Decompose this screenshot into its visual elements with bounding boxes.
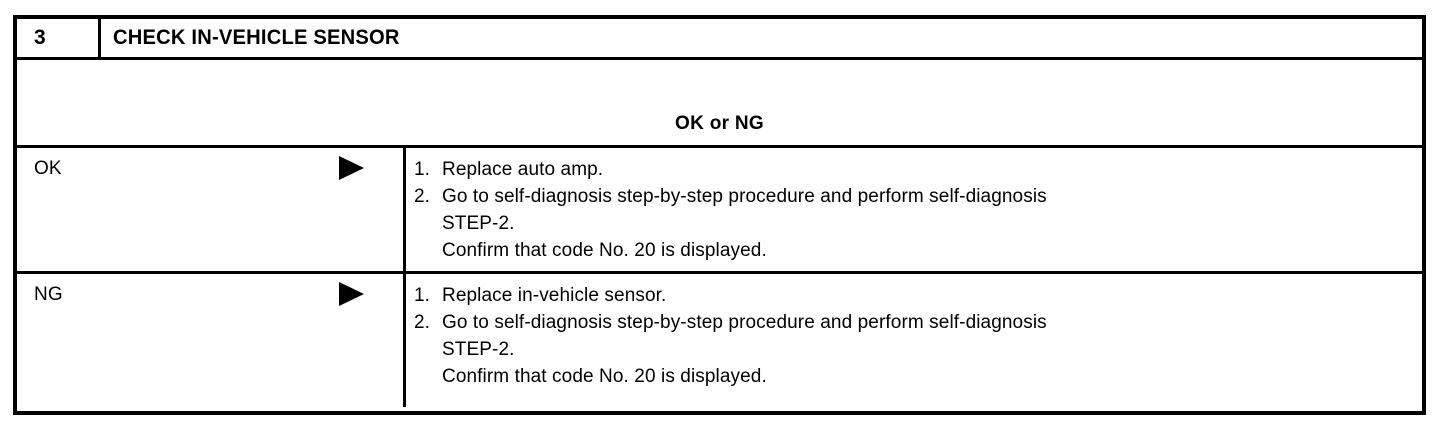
result-row-ng: NG 1. Replace in-vehicle sensor. 2. Go t… [17, 274, 1422, 407]
action-number: 2. [414, 312, 431, 333]
action-text-block: Go to self-diagnosis step-by-step proced… [442, 183, 1422, 264]
action-number: 1. [414, 159, 431, 180]
judgement-label: OK or NG [675, 113, 764, 134]
judgement-row: OK or NG [17, 60, 1422, 148]
right-triangle-icon [339, 156, 364, 180]
action-item: 2. Go to self-diagnosis step-by-step pro… [406, 309, 1422, 390]
action-line: STEP-2. [442, 213, 515, 234]
action-list-ng: 1. Replace in-vehicle sensor. 2. Go to s… [406, 282, 1422, 390]
action-line: Replace in-vehicle sensor. [442, 285, 667, 306]
action-number: 1. [414, 285, 431, 306]
result-label-text-ok: OK [34, 158, 62, 179]
action-text-block: Replace in-vehicle sensor. [442, 282, 1422, 309]
result-label-cell-ng: NG [17, 274, 406, 407]
result-row-ok: OK 1. Replace auto amp. 2. Go to self-di… [17, 148, 1422, 274]
action-list-ok: 1. Replace auto amp. 2. Go to self-diagn… [406, 156, 1422, 264]
action-text-block: Go to self-diagnosis step-by-step proced… [442, 309, 1422, 390]
action-item: 1. Replace in-vehicle sensor. [406, 282, 1422, 309]
action-item: 2. Go to self-diagnosis step-by-step pro… [406, 183, 1422, 264]
step-title-cell: CHECK IN-VEHICLE SENSOR [101, 19, 1422, 57]
step-title-text: CHECK IN-VEHICLE SENSOR [113, 26, 400, 49]
step-number-cell: 3 [17, 19, 101, 57]
action-number: 2. [414, 186, 431, 207]
action-line: Replace auto amp. [442, 159, 604, 180]
action-line: Confirm that code No. 20 is displayed. [442, 240, 767, 261]
step-number-text: 3 [34, 26, 46, 49]
result-label-text-ng: NG [34, 284, 63, 305]
action-line: Go to self-diagnosis step-by-step proced… [442, 312, 1047, 333]
table-header-row: 3 CHECK IN-VEHICLE SENSOR [17, 19, 1422, 60]
action-line: Go to self-diagnosis step-by-step proced… [442, 186, 1047, 207]
result-label-cell-ok: OK [17, 148, 406, 271]
result-actions-cell-ok: 1. Replace auto amp. 2. Go to self-diagn… [406, 148, 1422, 271]
action-line: Confirm that code No. 20 is displayed. [442, 366, 767, 387]
action-text-block: Replace auto amp. [442, 156, 1422, 183]
right-triangle-icon [339, 282, 364, 306]
diagnostic-procedure-table: 3 CHECK IN-VEHICLE SENSOR OK or NG OK 1. [13, 15, 1426, 415]
action-line: STEP-2. [442, 339, 515, 360]
action-item: 1. Replace auto amp. [406, 156, 1422, 183]
result-actions-cell-ng: 1. Replace in-vehicle sensor. 2. Go to s… [406, 274, 1422, 407]
